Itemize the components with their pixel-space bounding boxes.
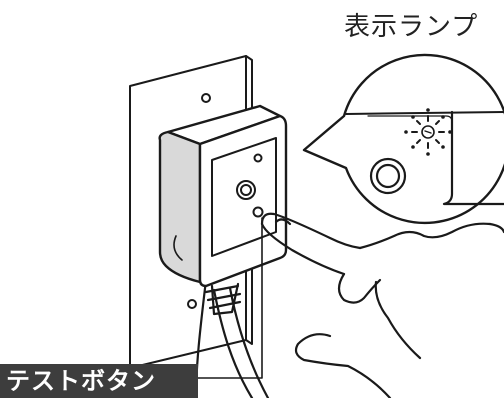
- hand-illustration: [262, 214, 504, 398]
- indicator-lamp-label: 表示ランプ: [344, 6, 504, 43]
- leakage-breaker-device: [160, 106, 286, 286]
- zoom-callout: [304, 55, 504, 223]
- test-button-label: テストボタン: [0, 364, 198, 398]
